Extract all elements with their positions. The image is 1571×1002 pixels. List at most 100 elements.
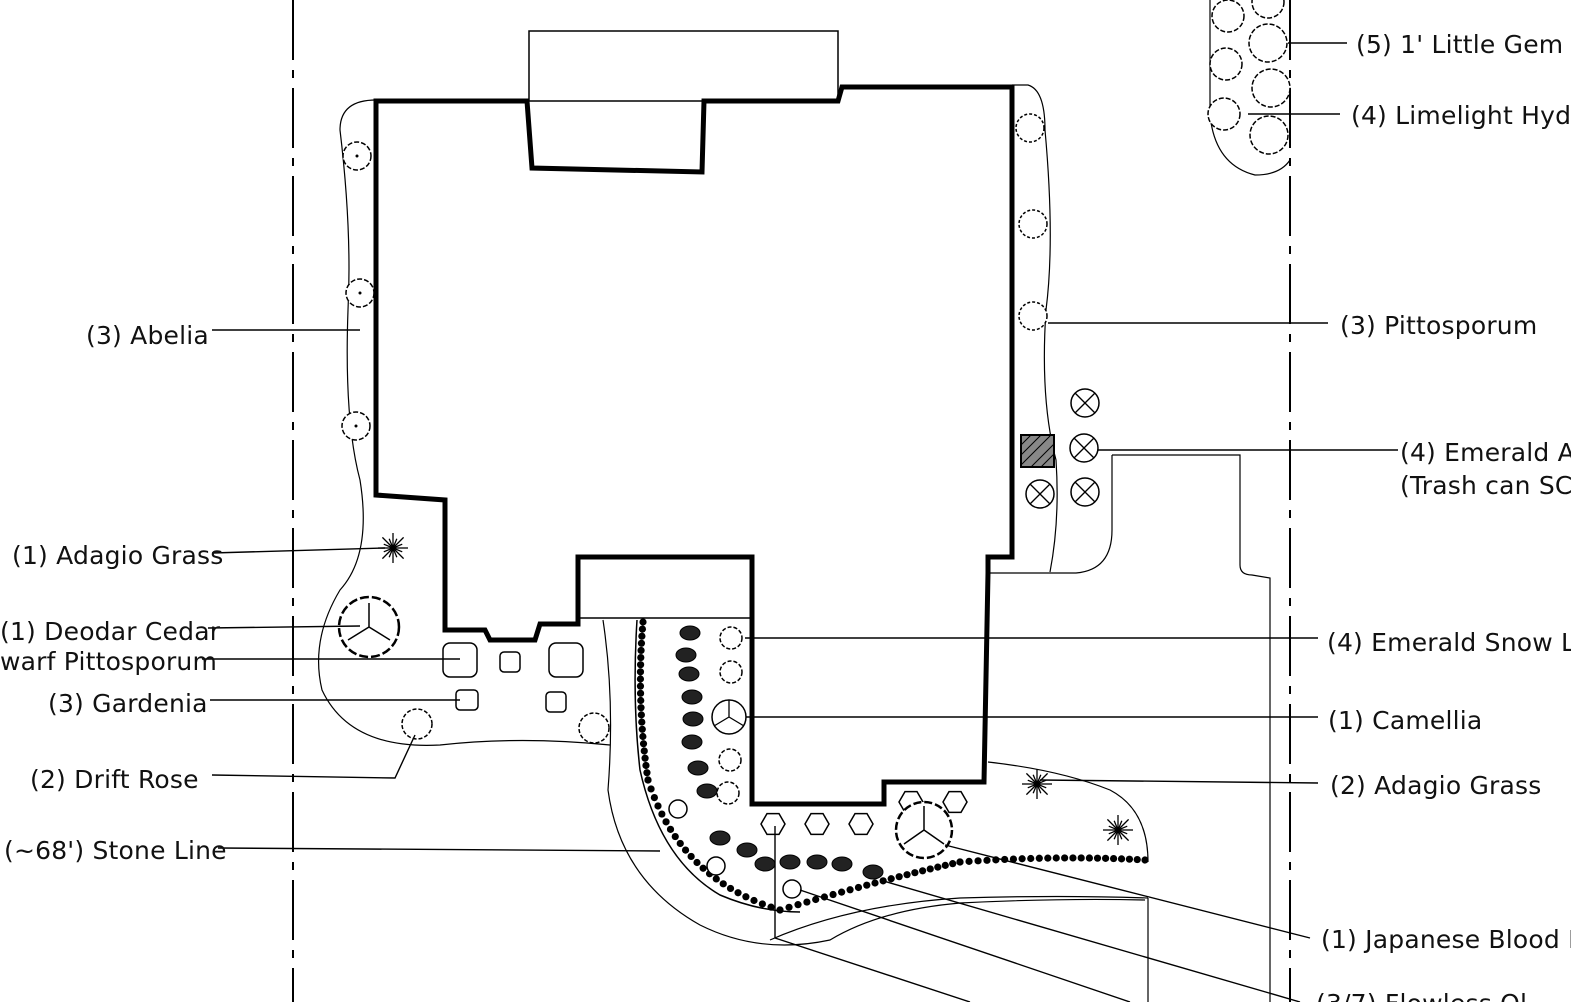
stone-dot (934, 863, 942, 871)
stone-dot (803, 898, 811, 906)
perennial-oval (862, 864, 884, 880)
stone-dot (637, 653, 645, 662)
stone-dot (794, 901, 802, 909)
perennial-oval (675, 647, 697, 663)
stone-dot (758, 900, 766, 908)
stone-line (636, 618, 1149, 914)
stone-dot (750, 896, 758, 905)
stone-dot (974, 857, 982, 865)
grass-burst (378, 533, 408, 563)
stone-dot (776, 906, 784, 914)
perennial-oval (806, 854, 828, 870)
perennial-oval (678, 666, 700, 682)
stone-dot (1133, 855, 1141, 864)
stone-dot (1009, 855, 1018, 863)
stone-dot (956, 858, 964, 866)
adagio-grass (378, 533, 1133, 845)
stone-dot (639, 732, 647, 741)
label-stone-line: (~68') Stone Line (4, 836, 227, 865)
arborvitae-symbol (1070, 388, 1100, 418)
stone-dot (1061, 854, 1069, 862)
stone-dot (903, 871, 911, 879)
stone-dot (1117, 855, 1126, 863)
stone-dot (637, 639, 646, 647)
stone-dot (658, 810, 666, 818)
garage-outline (528, 30, 839, 102)
stone-dot (1093, 854, 1102, 862)
perennial-oval (687, 760, 709, 776)
stone-dot (650, 794, 658, 802)
label-trash-can: (Trash can SC (1400, 471, 1571, 500)
arborvitae-symbol (1025, 479, 1055, 509)
stone-dot (1052, 854, 1060, 862)
perennial-oval (682, 711, 704, 727)
label-adagio-left: (1) Adagio Grass (12, 541, 224, 570)
perennial-oval (681, 734, 703, 750)
plant-labels: (5) 1' Little Gem M (4) Limelight Hydr (… (0, 30, 1571, 1002)
stone-dot (911, 869, 919, 877)
hexagon-shrub (942, 790, 968, 814)
label-emerald-snow: (4) Emerald Snow L (1327, 628, 1571, 657)
pittosporum (1015, 113, 1048, 331)
label-gardenia: (3) Gardenia (48, 689, 208, 718)
drift-rose (401, 708, 610, 744)
stone-dot (639, 618, 647, 626)
camellia (711, 699, 747, 735)
stone-dot (636, 675, 645, 683)
stone-dot (846, 886, 854, 894)
stone-dot (1069, 854, 1077, 862)
stone-dot (719, 880, 727, 888)
stone-dot (734, 889, 742, 897)
stone-dot (895, 873, 903, 881)
stone-dot (1027, 854, 1035, 863)
hexagon-shrub (848, 812, 874, 836)
abelia-shrubs (341, 141, 375, 441)
front-walk-curve (769, 895, 1149, 941)
stone-dot (742, 893, 750, 901)
dwarf-pittosporum (442, 642, 584, 678)
stone-dot (643, 769, 651, 777)
label-adagio-right: (2) Adagio Grass (1330, 771, 1542, 800)
grass-burst (1022, 769, 1052, 799)
stone-dot (699, 864, 707, 872)
stone-dot (726, 884, 735, 893)
label-little-gem: (5) 1' Little Gem M (1356, 30, 1571, 59)
left-bed-outline (317, 99, 611, 746)
stone-dot (637, 711, 645, 719)
label-deodar: (1) Deodar Cedar (0, 617, 221, 646)
stone-dot (1018, 855, 1026, 863)
trash-can-pad (1020, 434, 1055, 468)
stone-dot (666, 825, 675, 833)
hexagon-shrubs (760, 790, 968, 836)
stone-dot (636, 682, 645, 690)
front-bed-outline (602, 619, 1146, 946)
stone-dot (1044, 854, 1052, 862)
stone-dot (641, 754, 649, 762)
stone-dot (638, 725, 646, 733)
stone-dot (1035, 854, 1043, 862)
stone-dot (767, 903, 775, 911)
stone-dot (671, 832, 679, 841)
stone-dot (1077, 854, 1085, 862)
stone-dot (662, 818, 670, 826)
stone-dot (637, 646, 645, 655)
stone-dot (871, 879, 879, 887)
house-outline (373, 84, 1015, 807)
deodar-cedar (337, 595, 401, 659)
perennial-oval (779, 854, 801, 870)
stone-dot (681, 846, 690, 854)
stone-dot (838, 888, 846, 896)
front-bed-small-circles (668, 799, 802, 899)
stone-dot (1125, 855, 1134, 863)
gardenia (455, 689, 567, 713)
perennial-oval (831, 856, 853, 872)
label-dwarf-pitt: warf Pittosporum (0, 647, 217, 676)
label-japanese-maple: (1) Japanese Blood M (1321, 925, 1571, 954)
front-walk (634, 619, 801, 913)
perennial-oval (681, 689, 703, 705)
stone-dot (647, 785, 655, 793)
stone-dot (829, 890, 837, 899)
trash-bed-edge (988, 455, 1113, 574)
stone-dot (637, 696, 645, 705)
